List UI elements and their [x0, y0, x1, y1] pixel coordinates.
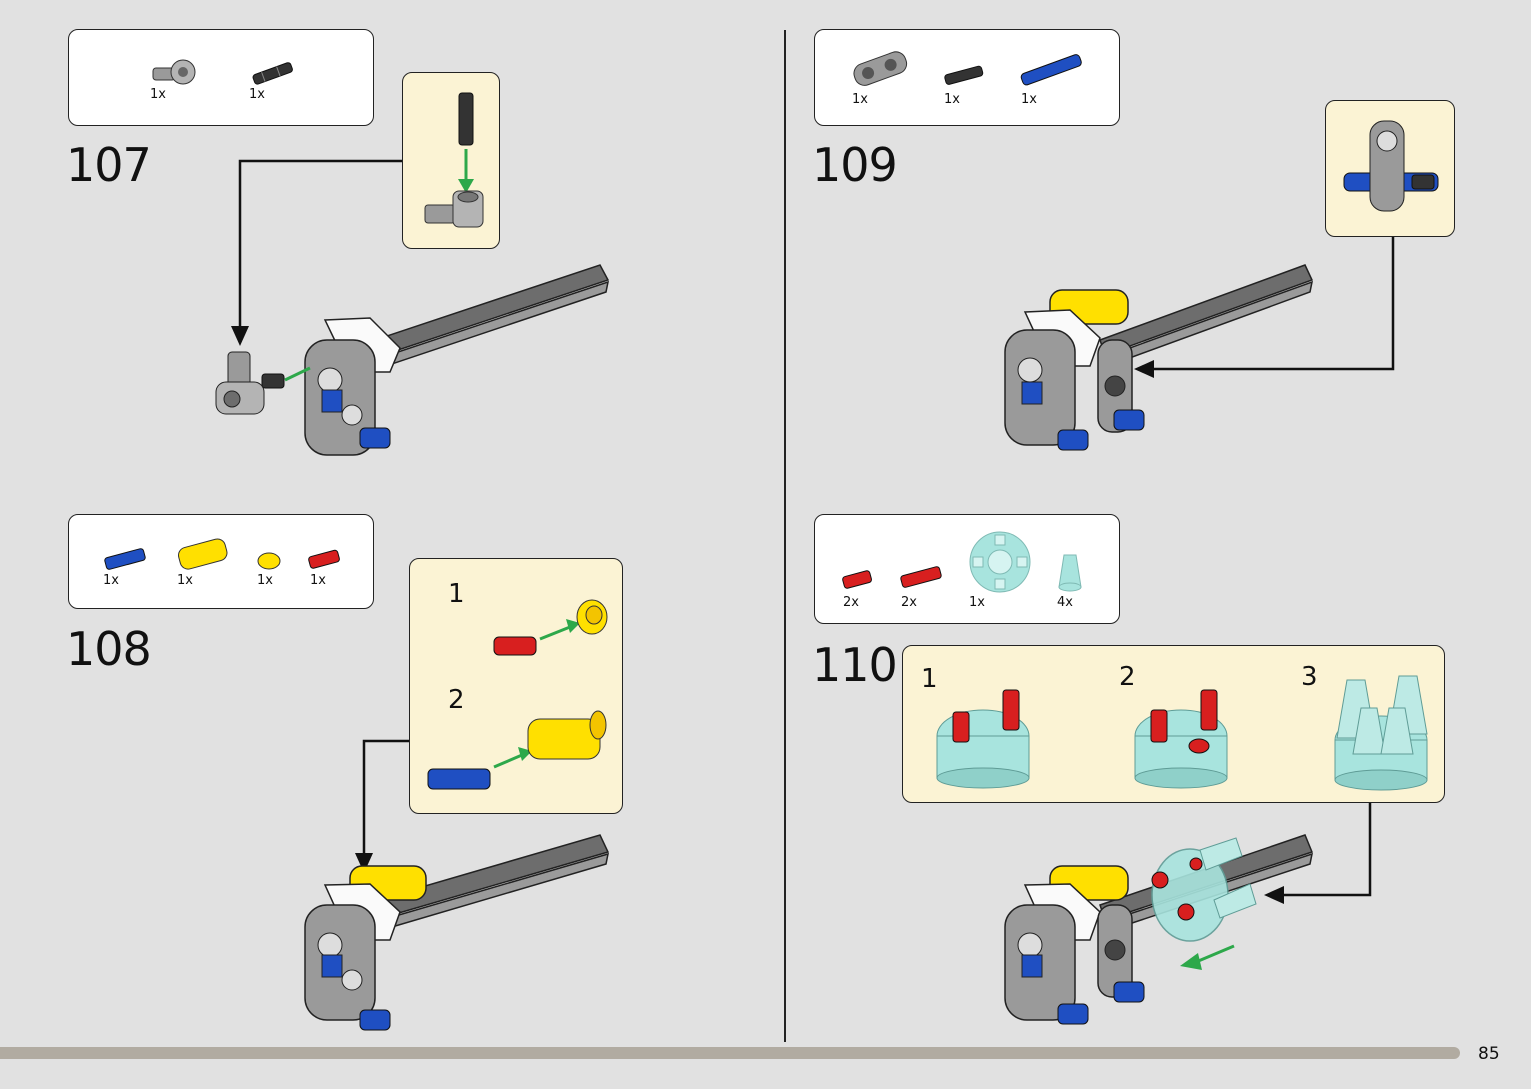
page-number: 85	[1478, 1044, 1500, 1064]
progress-bar	[0, 1047, 1460, 1059]
